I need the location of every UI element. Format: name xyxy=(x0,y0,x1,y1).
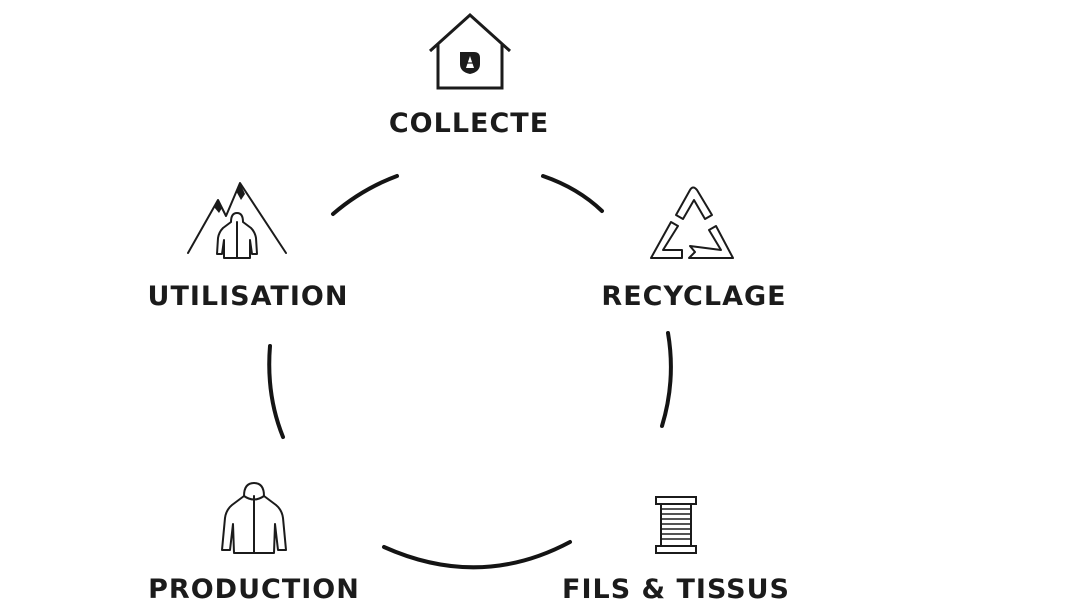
stage-fils-tissus: FILS & TISSUS xyxy=(562,496,790,605)
label-recyclage: RECYCLAGE xyxy=(601,281,786,312)
house-drop-icon xyxy=(428,12,512,90)
thread-spool-icon xyxy=(655,496,697,554)
arc-collecte-recyclage xyxy=(541,174,604,213)
label-production: PRODUCTION xyxy=(148,574,360,605)
recycle-icon xyxy=(650,186,734,259)
cycle-arcs xyxy=(267,174,673,570)
jacket-icon xyxy=(221,482,287,554)
stage-recyclage: RECYCLAGE xyxy=(601,186,786,312)
mountain-jacket-icon xyxy=(187,182,287,259)
label-fils-tissus: FILS & TISSUS xyxy=(562,574,790,605)
arc-fils-production xyxy=(382,540,572,570)
stage-production: PRODUCTION xyxy=(148,482,360,605)
arc-production-utilisation xyxy=(267,344,285,439)
label-utilisation: UTILISATION xyxy=(148,281,349,312)
arc-utilisation-collecte xyxy=(331,174,399,216)
label-collecte: COLLECTE xyxy=(389,108,549,139)
stage-collecte: COLLECTE xyxy=(389,12,549,139)
stage-utilisation: UTILISATION xyxy=(148,182,349,312)
arc-recyclage-fils xyxy=(660,331,673,428)
